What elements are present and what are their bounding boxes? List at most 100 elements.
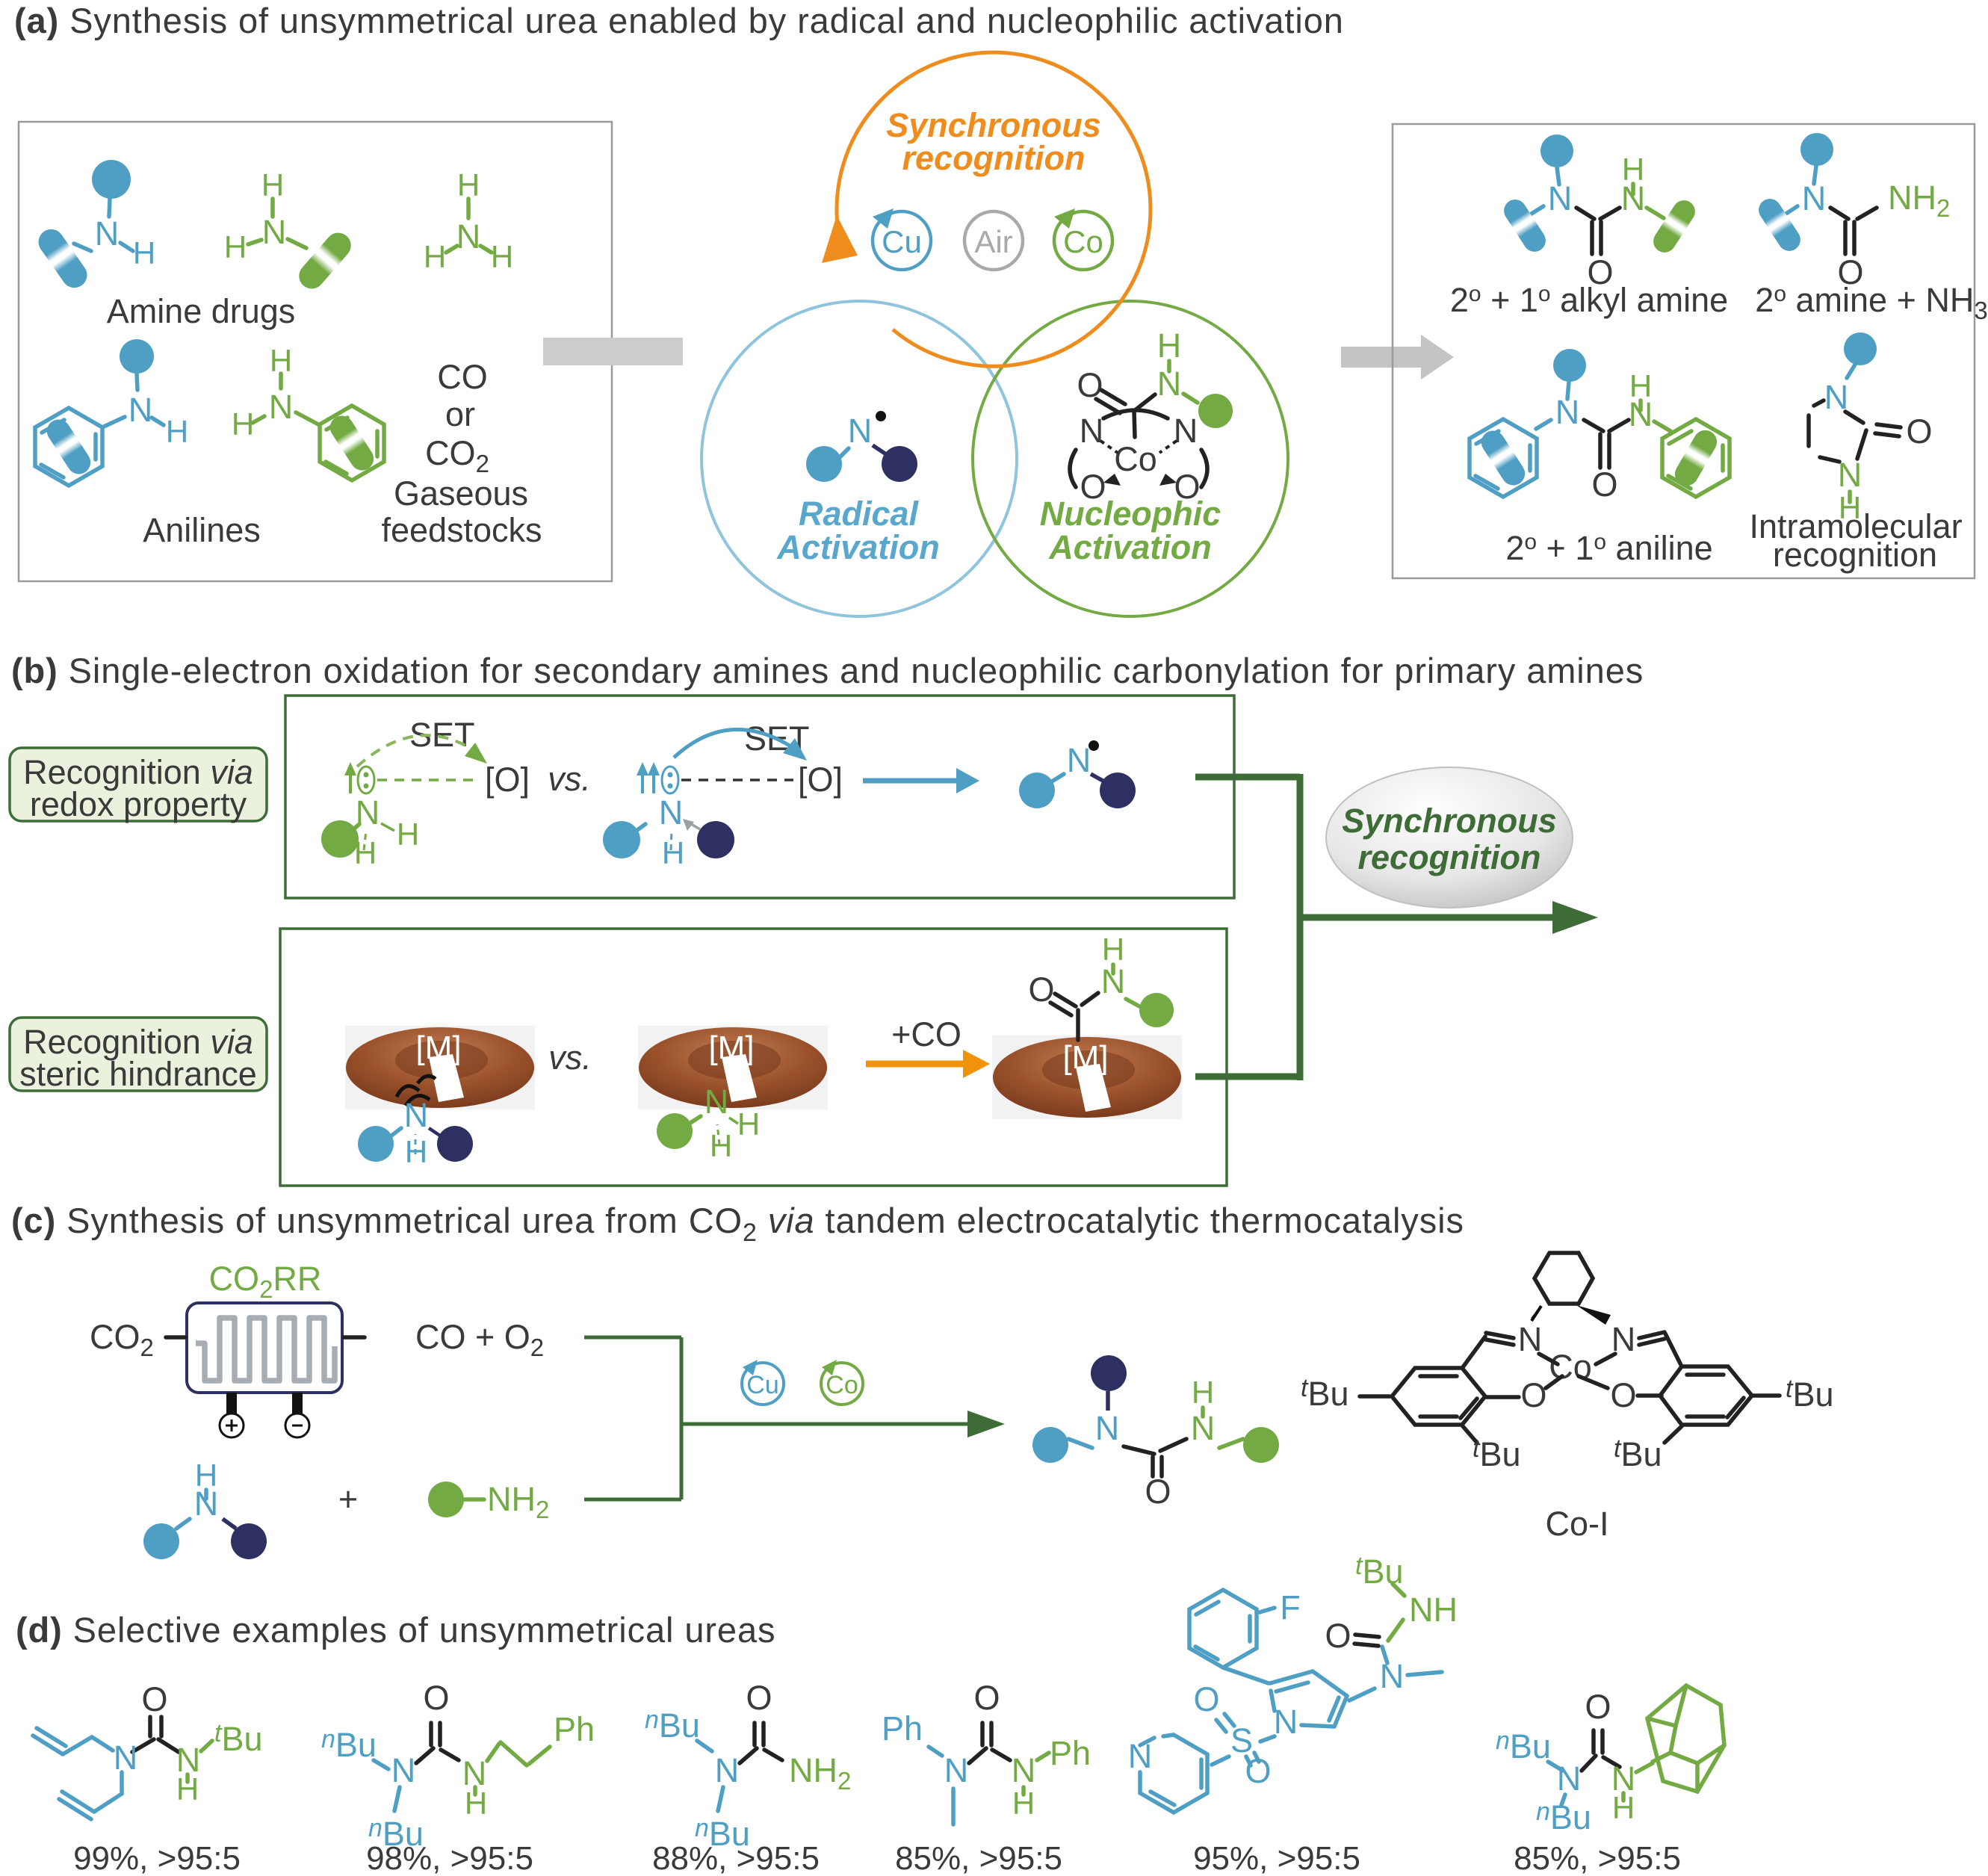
svg-text:N: N (1274, 1703, 1298, 1741)
svg-text:redox property: redox property (30, 785, 247, 823)
svg-text:tBu: tBu (1301, 1374, 1349, 1413)
svg-text:CO + O2: CO + O2 (415, 1318, 544, 1361)
svg-text:Ph: Ph (554, 1710, 595, 1748)
svg-text:98%, >95:5: 98%, >95:5 (366, 1840, 533, 1876)
svg-text:nBu: nBu (321, 1725, 377, 1764)
svg-text:NH: NH (1409, 1591, 1458, 1629)
svg-text:H: H (737, 1106, 760, 1142)
svg-text:O: O (973, 1679, 1000, 1717)
svg-text:tBu: tBu (1614, 1434, 1662, 1473)
svg-text:2o amine + NH3: 2o amine + NH3 (1755, 281, 1987, 324)
svg-text:H: H (662, 835, 684, 870)
svg-text:H: H (133, 235, 155, 270)
svg-text:H: H (1622, 152, 1644, 187)
svg-text:N: N (1629, 395, 1653, 433)
svg-text:feedstocks: feedstocks (381, 511, 542, 549)
svg-text:O: O (1077, 366, 1103, 404)
svg-text:N: N (944, 1751, 969, 1789)
svg-text:Amine drugs: Amine drugs (107, 292, 296, 330)
svg-text:O: O (1174, 468, 1200, 506)
svg-text:Nucleophic: Nucleophic (1040, 495, 1221, 533)
svg-text:SET: SET (409, 716, 475, 754)
svg-text:H: H (457, 167, 480, 202)
svg-text:(c) Synthesis of unsymmetrical: (c) Synthesis of unsymmetrical urea from… (11, 1201, 1464, 1247)
svg-text:85%, >95:5: 85%, >95:5 (1514, 1840, 1681, 1876)
svg-text:N: N (194, 1485, 219, 1523)
svg-text:N: N (1101, 962, 1126, 1000)
svg-text:N: N (1557, 1759, 1582, 1798)
svg-text:H: H (232, 406, 254, 442)
svg-text:NH2: NH2 (789, 1751, 851, 1795)
svg-text:Activation: Activation (1048, 528, 1212, 566)
svg-text:Synchronous: Synchronous (886, 106, 1101, 144)
svg-text:Air: Air (974, 224, 1012, 259)
svg-text:Radical: Radical (799, 495, 920, 533)
svg-text:N: N (1824, 378, 1849, 416)
svg-text:N: N (1838, 456, 1862, 494)
svg-text:N: N (1380, 1657, 1405, 1695)
svg-text:O: O (1193, 1680, 1219, 1718)
svg-text:N: N (128, 391, 153, 429)
svg-text:N: N (1802, 179, 1827, 217)
svg-text:H: H (1629, 368, 1652, 403)
svg-text:Cu: Cu (882, 224, 922, 259)
svg-text:H: H (1102, 932, 1124, 967)
svg-text:N: N (95, 214, 120, 253)
svg-text:O: O (1591, 465, 1617, 504)
svg-text:H: H (1157, 326, 1182, 365)
svg-text:tBu: tBu (1355, 1552, 1404, 1591)
svg-text:F: F (1280, 1588, 1301, 1626)
svg-text:vs.: vs. (548, 760, 591, 798)
svg-text:N: N (1095, 1409, 1120, 1447)
svg-text:Activation: Activation (776, 528, 940, 566)
svg-text:NH2: NH2 (487, 1480, 549, 1523)
svg-text:O: O (141, 1680, 167, 1718)
svg-text:N: N (1080, 412, 1104, 450)
svg-text:O: O (1610, 1376, 1636, 1414)
svg-text:O: O (1325, 1617, 1351, 1655)
svg-text:99%, >95:5: 99%, >95:5 (73, 1840, 241, 1876)
svg-text:Gaseous: Gaseous (394, 474, 528, 513)
svg-text:O: O (1145, 1473, 1171, 1511)
svg-text:85%, >95:5: 85%, >95:5 (895, 1840, 1062, 1876)
svg-text:Anilines: Anilines (143, 511, 261, 549)
svg-text:(d) Selective examples of unsy: (d) Selective examples of unsymmetrical … (16, 1610, 775, 1650)
svg-text:O: O (1585, 1688, 1611, 1726)
svg-text:recognition: recognition (1773, 536, 1937, 574)
svg-text:[O]: [O] (798, 761, 843, 799)
svg-text:O: O (1080, 468, 1106, 506)
svg-text:Co: Co (1063, 224, 1103, 259)
svg-text:[O]: [O] (485, 761, 530, 799)
svg-text:O: O (1587, 253, 1613, 291)
svg-text:Ph: Ph (1050, 1734, 1091, 1772)
svg-text:N: N (1012, 1751, 1036, 1789)
svg-text:+: + (338, 1480, 358, 1518)
svg-text:vs.: vs. (548, 1038, 592, 1077)
svg-text:+CO: +CO (891, 1015, 962, 1053)
svg-text:Co: Co (826, 1371, 858, 1399)
svg-text:N: N (391, 1751, 416, 1789)
svg-text:nBu: nBu (368, 1814, 424, 1853)
svg-text:O: O (746, 1679, 772, 1717)
svg-text:tBu: tBu (214, 1719, 263, 1758)
svg-text:N: N (1174, 412, 1198, 450)
svg-text:H: H (224, 229, 247, 264)
svg-text:or: or (445, 395, 475, 433)
svg-text:2o + 1o alkyl amine: 2o + 1o alkyl amine (1450, 281, 1728, 319)
svg-text:Synchronous: Synchronous (1342, 802, 1557, 840)
svg-text:88%, >95:5: 88%, >95:5 (652, 1840, 820, 1876)
svg-text:N: N (659, 793, 684, 832)
svg-text:H: H (491, 239, 513, 274)
svg-text:NH2: NH2 (1888, 179, 1950, 222)
svg-text:95%, >95:5: 95%, >95:5 (1193, 1840, 1360, 1876)
svg-text:Cu: Cu (746, 1371, 778, 1399)
svg-text:O: O (423, 1679, 449, 1717)
svg-text:N: N (1555, 393, 1580, 431)
svg-text:N: N (269, 388, 294, 426)
svg-text:N: N (1621, 179, 1646, 217)
svg-text:Ph: Ph (882, 1709, 923, 1747)
svg-text:tBu: tBu (1473, 1434, 1521, 1473)
svg-text:Recognition via: Recognition via (23, 1023, 253, 1061)
svg-text:H: H (354, 835, 377, 870)
svg-text:N: N (1518, 1320, 1543, 1358)
